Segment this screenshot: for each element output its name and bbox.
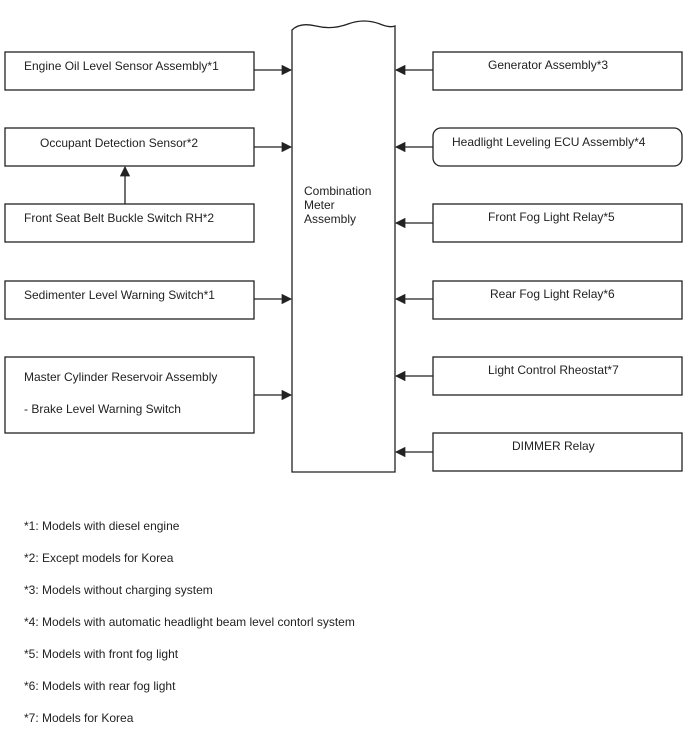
engine-oil-level-sensor-box: Engine Oil Level Sensor Assembly*1 bbox=[4, 51, 255, 91]
combination-meter-box: Combination Meter Assembly bbox=[291, 20, 396, 473]
sedimenter-level-warning-switch-box: Sedimenter Level Warning Switch*1 bbox=[4, 280, 255, 320]
front-seat-belt-buckle-switch-box: Front Seat Belt Buckle Switch RH*2 bbox=[4, 203, 255, 243]
front-fog-light-relay-label: Front Fog Light Relay*5 bbox=[488, 210, 615, 224]
occupant-detection-sensor-box: Occupant Detection Sensor*2 bbox=[4, 127, 255, 167]
combination-meter-label-1: Combination bbox=[304, 184, 371, 198]
master-cylinder-reservoir-label: Master Cylinder Reservoir Assembly bbox=[24, 370, 217, 384]
combination-meter-label-2: Meter bbox=[304, 198, 335, 212]
footnote-1: *1: Models with diesel engine bbox=[24, 519, 180, 533]
front-fog-light-relay-box: Front Fog Light Relay*5 bbox=[432, 203, 683, 243]
footnote-5: *5: Models with front fog light bbox=[24, 647, 179, 661]
front-seat-belt-buckle-switch-label: Front Seat Belt Buckle Switch RH*2 bbox=[24, 211, 214, 225]
footnote-6: *6: Models with rear fog light bbox=[24, 679, 176, 693]
dimmer-relay-label: DIMMER Relay bbox=[512, 439, 595, 453]
generator-assembly-label: Generator Assembly*3 bbox=[488, 58, 608, 72]
engine-oil-level-sensor-label: Engine Oil Level Sensor Assembly*1 bbox=[24, 59, 219, 73]
footnotes: *1: Models with diesel engine *2: Except… bbox=[24, 518, 355, 742]
sedimenter-level-warning-switch-label: Sedimenter Level Warning Switch*1 bbox=[24, 288, 215, 302]
footnote-2: *2: Except models for Korea bbox=[24, 551, 174, 565]
footnote-4: *4: Models with automatic headlight beam… bbox=[24, 615, 355, 629]
dimmer-relay-box: DIMMER Relay bbox=[432, 432, 683, 472]
block-diagram: Combination Meter Assembly Engine Oil Le… bbox=[4, 20, 683, 473]
footnote-7: *7: Models for Korea bbox=[24, 711, 134, 725]
combination-meter-label-3: Assembly bbox=[304, 212, 356, 226]
master-cylinder-reservoir-box: Master Cylinder Reservoir Assembly - Bra… bbox=[4, 356, 255, 434]
brake-level-warning-switch-label: - Brake Level Warning Switch bbox=[24, 402, 181, 416]
rear-fog-light-relay-box: Rear Fog Light Relay*6 bbox=[432, 280, 683, 320]
headlight-leveling-ecu-box: Headlight Leveling ECU Assembly*4 bbox=[432, 127, 683, 167]
footnote-3: *3: Models without charging system bbox=[24, 583, 213, 597]
light-control-rheostat-box: Light Control Rheostat*7 bbox=[432, 356, 683, 396]
generator-assembly-box: Generator Assembly*3 bbox=[432, 51, 683, 91]
light-control-rheostat-label: Light Control Rheostat*7 bbox=[488, 363, 619, 377]
rear-fog-light-relay-label: Rear Fog Light Relay*6 bbox=[490, 287, 615, 301]
headlight-leveling-ecu-label: Headlight Leveling ECU Assembly*4 bbox=[452, 135, 646, 149]
occupant-detection-sensor-label: Occupant Detection Sensor*2 bbox=[40, 136, 198, 150]
